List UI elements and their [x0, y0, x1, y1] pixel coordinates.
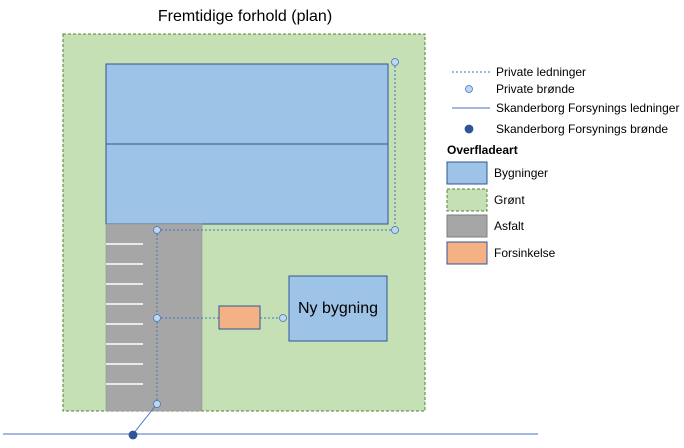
private-well [153, 314, 161, 322]
legend-label-delay: Forsinkelse [494, 246, 556, 260]
private-well [153, 400, 161, 408]
new-building-label: Ny bygning [297, 299, 379, 317]
legend-swatch-green [446, 188, 488, 212]
private-pipes [156, 62, 396, 404]
legend-label-utility-pipes: Skanderborg Forsynings ledninger [496, 101, 680, 115]
legend-private-well-symbol [465, 85, 473, 93]
legend-label-green: Grønt [494, 193, 525, 207]
legend-label-private-wells: Private brønde [496, 82, 575, 96]
private-well [279, 314, 287, 322]
legend-label-asphalt: Asfalt [494, 219, 525, 233]
private-wells [153, 58, 399, 408]
utility-well [128, 430, 138, 440]
existing-building-upper [105, 63, 389, 145]
delay-basin [218, 305, 261, 330]
private-well [391, 226, 399, 234]
utility-connection-pipe [132, 403, 158, 435]
diagram-title: Fremtidige forhold (plan) [157, 8, 333, 25]
existing-building-lower [105, 143, 389, 225]
private-well [153, 226, 161, 234]
legend-heading-surface: Overfladeart [447, 143, 518, 157]
legend-label-private-pipes: Private ledninger [496, 65, 587, 79]
parking-stripes [106, 243, 143, 385]
new-building [288, 275, 388, 342]
legend-swatch-delay [446, 241, 488, 265]
legend-swatch-asphalt [446, 214, 488, 238]
legend-label-utility-wells: Skanderborg Forsynings brønde [496, 122, 669, 136]
private-well [391, 58, 399, 66]
legend-label-buildings: Bygninger [494, 166, 549, 180]
legend-swatch-buildings [446, 161, 488, 185]
legend-utility-well-symbol [464, 124, 474, 134]
